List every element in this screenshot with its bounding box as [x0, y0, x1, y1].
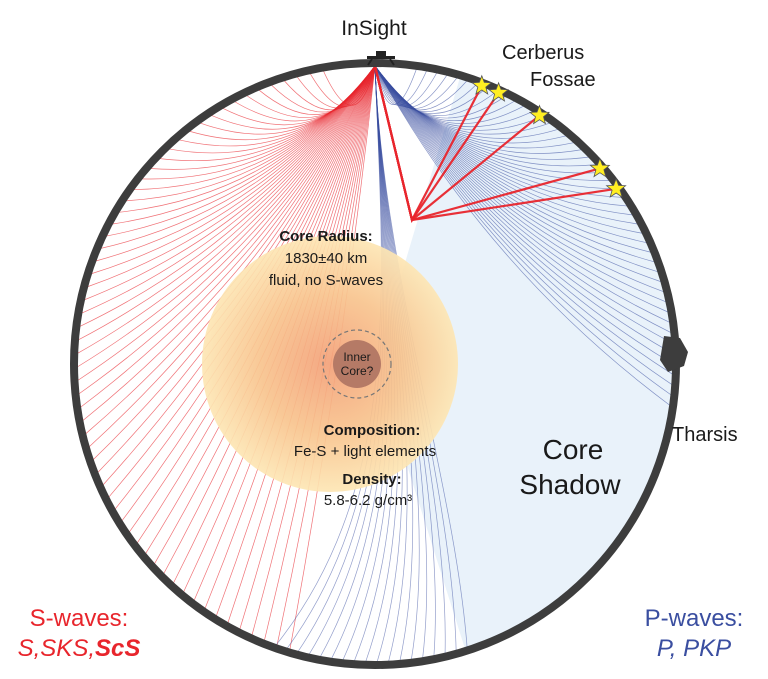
s-wave-ray	[77, 65, 376, 381]
p-wave-ray	[374, 65, 648, 244]
inner-core-label-1: Inner	[343, 350, 370, 364]
p-wave-ray	[374, 65, 662, 283]
star-icon	[605, 177, 627, 198]
p-wave-ray	[374, 65, 643, 234]
density-title: Density:	[342, 471, 401, 488]
fossae-label: Fossae	[530, 69, 596, 91]
p-wave-ray	[374, 65, 672, 396]
s-wave-ray	[77, 65, 376, 354]
s-wave-ray	[78, 65, 376, 395]
lander-icon	[367, 51, 395, 66]
star-icon	[488, 81, 510, 102]
p-wave-ray	[374, 65, 652, 253]
s-wave-ray	[77, 65, 376, 341]
density-value: 5.8-6.2 g/cm³	[324, 492, 412, 509]
s-wave-ray	[105, 65, 376, 237]
s-wave-ray	[81, 65, 376, 314]
s-wave-ray	[76, 65, 376, 368]
p-wave-rays	[275, 65, 674, 663]
scs-phase: ScS	[95, 635, 141, 662]
p-wave-ray	[374, 65, 671, 323]
composition-value: Fe-S + light elements	[294, 443, 436, 460]
core-shadow-region	[375, 74, 678, 652]
p-wave-ray	[374, 65, 674, 375]
p-wave-ray	[374, 65, 672, 334]
s-wave-ray	[87, 65, 376, 288]
p-wave-ray	[374, 65, 665, 293]
core-shadow-label-1: Core	[543, 434, 604, 465]
s-wave-ray	[118, 65, 376, 213]
star-icon	[589, 157, 611, 178]
composition-title: Composition:	[324, 422, 421, 439]
outer-core	[202, 236, 458, 492]
inner-core-boundary	[322, 329, 392, 399]
p-wave-legend-list: P, PKP	[656, 635, 732, 662]
tharsis-bulge	[660, 336, 688, 372]
s-wave-ray	[100, 65, 376, 249]
scs-ray	[373, 65, 617, 222]
cerberus-label: Cerberus	[502, 42, 584, 64]
s-wave-ray	[90, 65, 376, 275]
s-wave-legend-list: S,SKS,ScS	[4, 634, 154, 664]
s-wave-ray	[79, 65, 376, 408]
s-wave-ray	[85, 65, 376, 435]
core-radius-value: 1830±40 km	[285, 250, 367, 267]
tharsis-label: Tharsis	[672, 424, 738, 446]
p-wave-ray	[374, 65, 656, 263]
scs-ray-paths	[373, 65, 617, 224]
s-wave-legend: S-waves: S,SKS,ScS	[4, 604, 154, 664]
inner-core	[333, 340, 381, 388]
s-wave-ray	[82, 65, 376, 422]
s-wave-ray	[95, 65, 376, 262]
p-wave-ray	[374, 65, 673, 344]
s-wave-phases: S,SKS,	[17, 635, 95, 662]
p-wave-ray	[374, 65, 659, 273]
core-shadow-label-2: Shadow	[519, 469, 621, 500]
p-wave-ray	[374, 65, 674, 365]
s-wave-legend-title: S-waves:	[29, 605, 129, 632]
source-stars	[471, 74, 627, 198]
p-wave-ray	[374, 65, 669, 313]
insight-label: InSight	[341, 17, 407, 40]
p-wave-legend: P-waves: P, PKP	[624, 604, 764, 664]
p-wave-ray	[374, 65, 673, 386]
inner-core-label-2: Core?	[341, 364, 374, 378]
p-wave-ray	[374, 65, 671, 406]
s-wave-ray	[79, 65, 376, 327]
core-radius-note: fluid, no S-waves	[269, 272, 383, 289]
s-wave-ray	[83, 65, 376, 301]
p-wave-legend-title: P-waves:	[644, 605, 744, 632]
s-wave-ray	[111, 65, 376, 225]
star-icon	[528, 104, 551, 125]
core-radius-title: Core Radius:	[279, 228, 372, 245]
star-icon	[471, 74, 493, 95]
p-wave-ray	[374, 65, 673, 354]
